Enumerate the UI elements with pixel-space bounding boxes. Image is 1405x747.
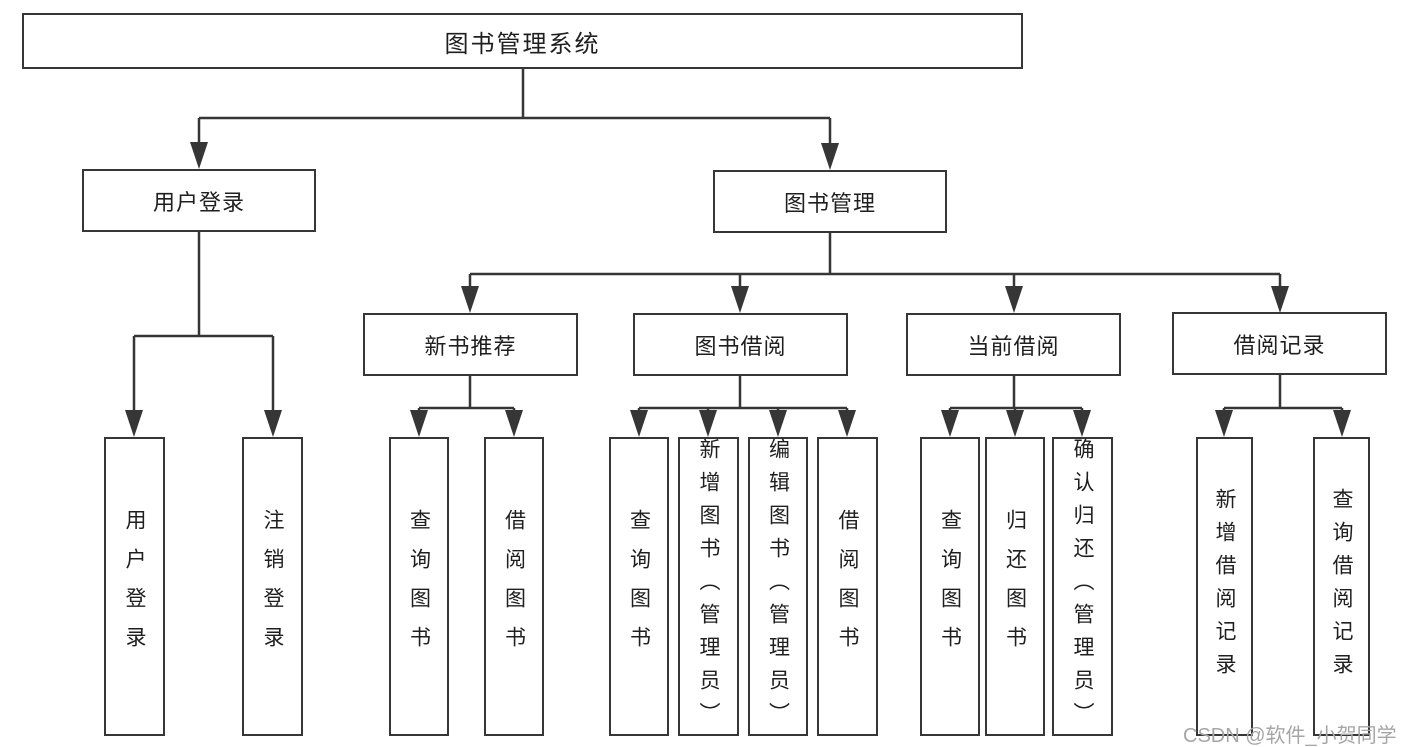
node-label: 图书管理系统 — [444, 30, 601, 58]
node-book-management: 图书管理 — [713, 170, 947, 233]
leaf-query-books-2: 查询图书 — [609, 437, 669, 736]
leaf-label: 注销登录 — [261, 508, 284, 665]
leaf-label: 编辑图书（管理员） — [766, 438, 790, 735]
leaf-confirm-return-admin: 确认归还（管理员） — [1052, 437, 1113, 736]
node-borrow-records: 借阅记录 — [1172, 312, 1387, 375]
leaf-query-borrow-record: 查询借阅记录 — [1313, 437, 1370, 736]
leaf-query-books-3: 查询图书 — [920, 437, 980, 736]
leaf-query-books-1: 查询图书 — [389, 437, 449, 736]
leaf-borrow-books-1: 借阅图书 — [484, 437, 544, 736]
leaf-label: 查询图书 — [938, 508, 962, 665]
leaf-return-book: 归还图书 — [985, 437, 1045, 736]
leaf-label: 新增图书（管理员） — [697, 438, 720, 735]
node-library-management-system: 图书管理系统 — [22, 13, 1023, 69]
leaf-label: 用户登录 — [123, 508, 146, 665]
node-label: 图书借阅 — [694, 333, 787, 359]
node-label: 新书推荐 — [424, 333, 517, 359]
leaf-label: 新增借阅记录 — [1213, 487, 1236, 686]
leaf-label: 查询借阅记录 — [1330, 487, 1353, 686]
leaf-edit-book-admin: 编辑图书（管理员） — [748, 437, 808, 736]
leaf-label: 查询图书 — [627, 508, 651, 665]
node-new-book-recommend: 新书推荐 — [363, 313, 578, 376]
csdn-watermark: CSDN @软件_小贺同学 — [1183, 725, 1397, 747]
leaf-label: 查询图书 — [407, 508, 431, 665]
node-user-login: 用户登录 — [82, 169, 316, 232]
leaf-logout: 注销登录 — [242, 437, 303, 736]
node-label: 用户登录 — [152, 189, 245, 215]
leaf-add-borrow-record: 新增借阅记录 — [1196, 437, 1253, 736]
leaf-user-login: 用户登录 — [104, 437, 165, 736]
node-label: 图书管理 — [783, 190, 876, 216]
leaf-label: 归还图书 — [1003, 508, 1027, 665]
leaf-borrow-books-2: 借阅图书 — [817, 437, 878, 736]
leaf-label: 借阅图书 — [836, 508, 859, 665]
leaf-label: 确认归还（管理员） — [1071, 438, 1094, 735]
node-label: 借阅记录 — [1233, 332, 1326, 358]
node-label: 当前借阅 — [967, 333, 1060, 359]
arrowheads — [125, 142, 1351, 437]
node-current-borrowing: 当前借阅 — [906, 313, 1121, 376]
node-book-borrowing: 图书借阅 — [633, 313, 848, 376]
leaf-add-book-admin: 新增图书（管理员） — [678, 437, 739, 736]
leaf-label: 借阅图书 — [502, 508, 526, 665]
